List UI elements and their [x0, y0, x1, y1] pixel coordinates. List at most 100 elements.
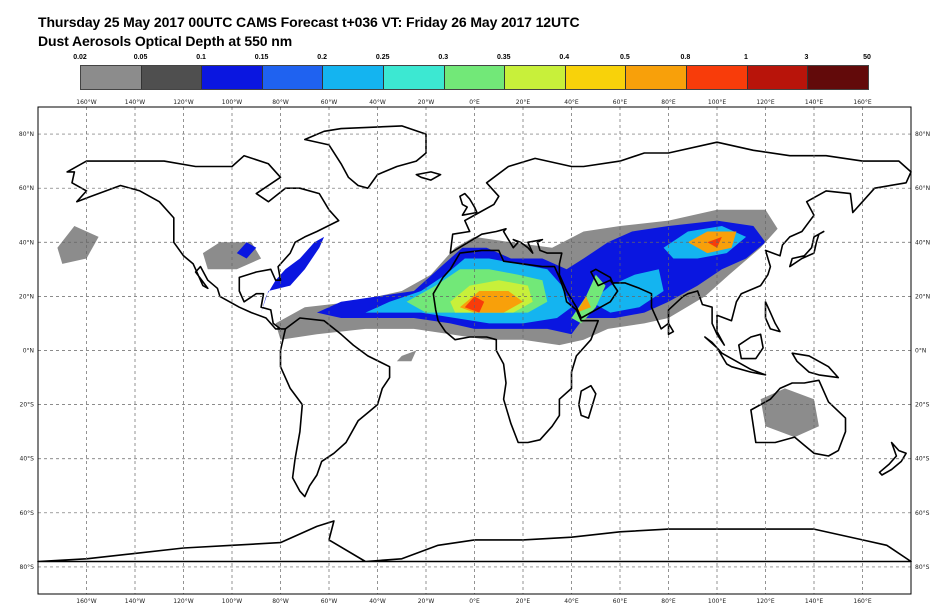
greenland-coastline: [303, 125, 427, 189]
uk-coastline: [459, 192, 478, 216]
lon-label-bottom: 140°E: [805, 598, 823, 605]
colorbar-swatch: [747, 66, 809, 89]
lat-label-left: 0°N: [23, 348, 34, 355]
lon-label-top: 100°W: [222, 99, 242, 106]
north-america-coastline: [66, 154, 340, 330]
colorbar-level-label: 50: [863, 54, 871, 61]
new-guinea-coastline: [791, 352, 840, 379]
lon-label-bottom: 40°W: [369, 598, 386, 605]
lat-label-right: 60°S: [915, 510, 930, 517]
africa-coastline: [432, 249, 600, 444]
map-frame: [37, 106, 912, 595]
lon-label-bottom: 20°E: [516, 598, 531, 605]
colorbar-swatch: [626, 66, 688, 89]
colorbar-swatch: [262, 66, 324, 89]
graticule: [38, 107, 911, 594]
lon-label-top: 60°W: [321, 99, 338, 106]
lat-label-left: 80°N: [19, 131, 34, 138]
lat-label-right: 0°N: [915, 348, 926, 355]
dust-plume-orange: [576, 296, 591, 313]
lon-label-bottom: 120°E: [756, 598, 774, 605]
colorbar-swatch: [687, 66, 748, 89]
lon-label-bottom: 140°W: [125, 598, 145, 605]
lon-label-top: 120°W: [173, 99, 193, 106]
lat-label-left: 60°N: [19, 185, 34, 192]
eurasia-coastline: [449, 141, 912, 346]
lat-label-left: 40°S: [20, 456, 35, 463]
australia-coastline: [750, 379, 847, 457]
colorbar-swatch: [505, 66, 566, 89]
madagascar-coastline: [577, 384, 597, 419]
lon-label-bottom: 60°E: [613, 598, 628, 605]
lon-label-top: 80°E: [661, 99, 676, 106]
colorbar-level-label: 0.05: [133, 54, 148, 61]
colorbar-level-label: 0.5: [619, 54, 630, 61]
lon-label-bottom: 60°W: [321, 598, 338, 605]
lat-label-right: 60°N: [915, 185, 930, 192]
colorbar-level-label: 0.3: [438, 54, 449, 61]
colorbar-level-label: 1: [743, 54, 748, 61]
borneo-coastline: [737, 333, 764, 360]
colorbar-level-label: 0.1: [196, 54, 206, 61]
japan-coastline: [788, 230, 825, 268]
lon-label-bottom: 160°E: [853, 598, 871, 605]
indonesia-coastline: [704, 336, 767, 376]
dust-plume-layer: [57, 209, 819, 438]
lon-label-top: 120°E: [756, 99, 774, 106]
colorbar-level-label: 0.15: [254, 54, 269, 61]
iceland-coastline: [415, 171, 442, 181]
colorbar: [80, 65, 869, 90]
lat-label-right: 20°N: [915, 293, 930, 300]
lat-label-left: 80°S: [20, 564, 35, 571]
colorbar-level-label: 3: [804, 54, 809, 61]
lon-label-bottom: 100°W: [222, 598, 242, 605]
variable-title: Dust Aerosols Optical Depth at 550 nm: [38, 33, 293, 49]
colorbar-level-label: 0.35: [496, 54, 511, 61]
philippines-coastline: [764, 300, 781, 333]
dust-plume-gray: [396, 350, 417, 362]
colorbar-swatch: [808, 66, 868, 89]
colorbar-swatch: [202, 66, 263, 89]
dust-plume-gray: [57, 226, 99, 264]
sri-lanka-coastline: [667, 322, 675, 336]
lon-label-bottom: 20°W: [418, 598, 435, 605]
lon-label-bottom: 80°W: [272, 598, 289, 605]
lat-label-right: 40°S: [915, 456, 930, 463]
lon-label-top: 140°W: [125, 99, 145, 106]
lon-label-bottom: 160°W: [76, 598, 96, 605]
lon-label-top: 140°E: [805, 99, 823, 106]
colorbar-level-label: 0.2: [317, 54, 328, 61]
colorbar-swatch: [81, 66, 142, 89]
dust-plume-red: [464, 296, 485, 313]
lon-label-top: 20°W: [418, 99, 435, 106]
south-america-coastline: [279, 317, 391, 498]
lat-label-left: 20°S: [20, 402, 35, 409]
lon-label-top: 160°E: [853, 99, 871, 106]
colorbar-swatch: [444, 66, 506, 89]
colorbar-swatch: [323, 66, 385, 89]
lat-label-right: 80°S: [915, 564, 930, 571]
colorbar-level-label: 0.02: [73, 54, 87, 61]
lon-label-bottom: 100°E: [708, 598, 726, 605]
lon-label-top: 0°E: [469, 99, 480, 106]
colorbar-level-label: 0.8: [680, 54, 691, 61]
lat-label-left: 40°N: [19, 239, 34, 246]
lon-label-top: 40°W: [369, 99, 386, 106]
antarctica-coastline: [37, 520, 912, 563]
lon-label-top: 20°E: [516, 99, 531, 106]
lat-label-left: 20°N: [19, 293, 34, 300]
dust-plume-red: [707, 236, 722, 248]
colorbar-level-label: 0.4: [559, 54, 570, 61]
lon-label-bottom: 80°E: [661, 598, 676, 605]
lon-label-bottom: 0°E: [469, 598, 480, 605]
lat-label-right: 40°N: [915, 239, 930, 246]
new-zealand-coastline: [878, 441, 907, 476]
lon-label-top: 100°E: [708, 99, 726, 106]
lon-label-bottom: 40°E: [564, 598, 579, 605]
lon-label-top: 60°E: [613, 99, 628, 106]
lat-label-right: 20°S: [915, 402, 930, 409]
lon-label-top: 80°W: [272, 99, 289, 106]
coastlines: [37, 125, 912, 563]
